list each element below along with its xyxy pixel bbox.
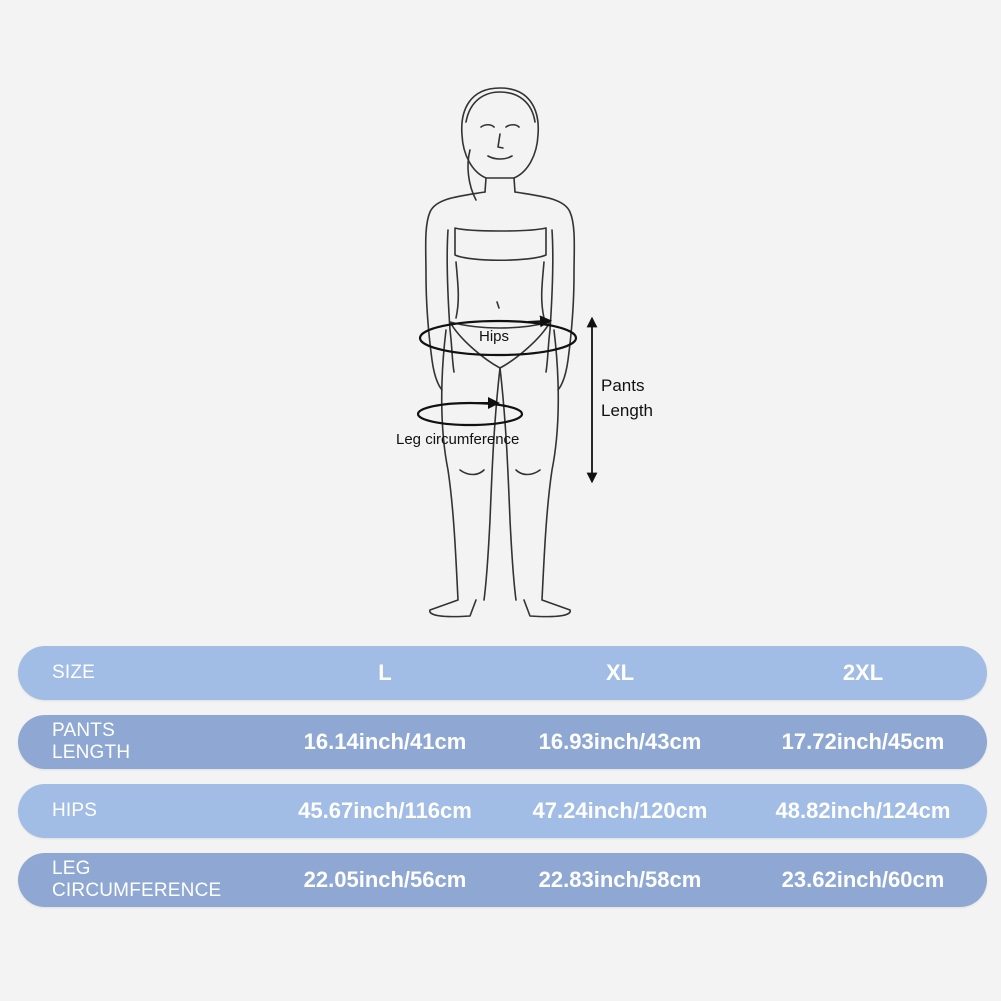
hips-arrow-icon <box>527 315 552 328</box>
hips-row-label: HIPS <box>52 800 98 821</box>
size-2xl: 2XL <box>842 660 884 685</box>
hips-xl: 47.24inch/120cm <box>532 798 708 823</box>
size-xl: XL <box>605 660 635 685</box>
pants-length-label-line1: Pants <box>601 376 644 395</box>
pants-length-xl: 16.93inch/43cm <box>538 729 702 754</box>
pants-length-row-label: PANTS LENGTH <box>52 720 131 763</box>
body-outline-icon <box>424 87 576 618</box>
size-header-label: SIZE <box>52 662 96 683</box>
size-header-row: SIZE L XL 2XL <box>18 646 987 700</box>
hips-label: Hips <box>479 328 509 345</box>
leg-circumference-xl: 22.83inch/58cm <box>538 867 702 892</box>
table-row-leg-circumference: LEG CIRCUMFERENCE 22.05inch/56cm 22.83in… <box>18 853 987 907</box>
hips-measure-ring <box>418 319 578 357</box>
size-table: SIZE L XL 2XL PANTS LENGTH 16.14inch/41c… <box>18 646 987 922</box>
pants-length-label-line2: Length <box>601 401 653 420</box>
hips-2xl: 48.82inch/124cm <box>775 798 951 823</box>
leg-circumference-label: Leg circumference <box>396 431 519 448</box>
leg-circumference-l: 22.05inch/56cm <box>303 867 467 892</box>
leg-measure-ring <box>416 401 524 427</box>
table-row-pants-length: PANTS LENGTH 16.14inch/41cm 16.93inch/43… <box>18 715 987 769</box>
hips-l: 45.67inch/116cm <box>298 798 472 823</box>
leg-circumference-row-label: LEG CIRCUMFERENCE <box>52 858 222 901</box>
size-l: L <box>378 660 392 685</box>
measurement-figure: Hips Leg circumference Pants Length <box>396 87 653 618</box>
pants-length-2xl: 17.72inch/45cm <box>781 729 945 754</box>
table-row-hips: HIPS 45.67inch/116cm 47.24inch/120cm 48.… <box>18 784 987 838</box>
leg-circumference-2xl: 23.62inch/60cm <box>781 867 945 892</box>
pants-length-l: 16.14inch/41cm <box>303 729 467 754</box>
